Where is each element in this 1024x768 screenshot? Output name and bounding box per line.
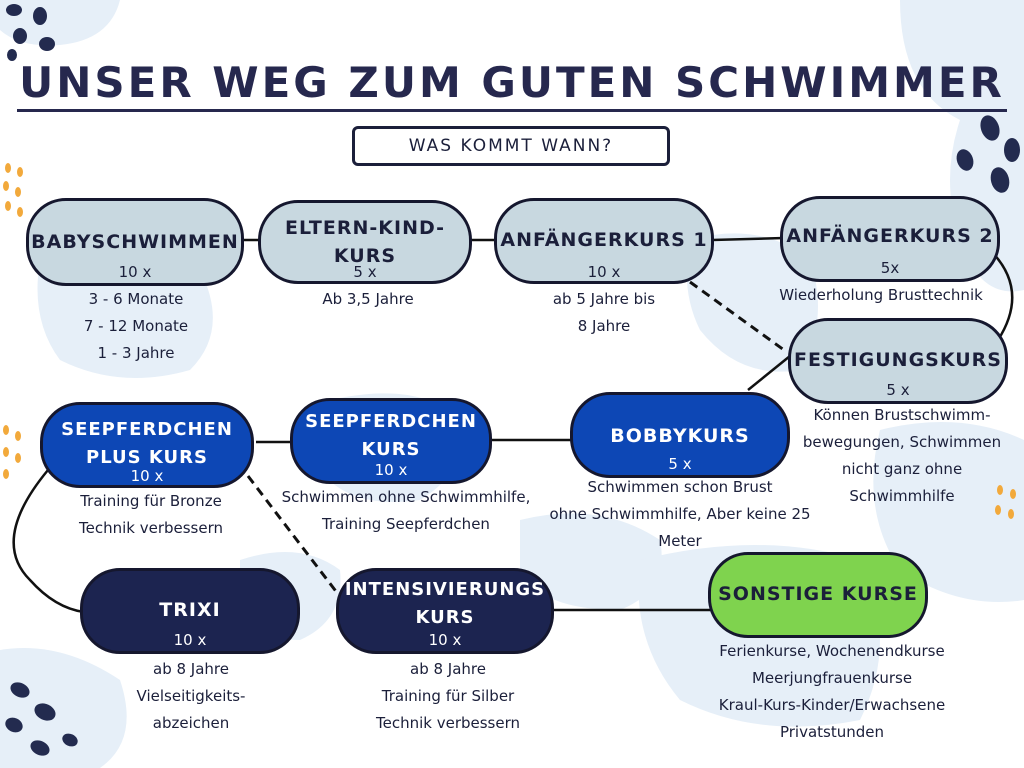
info-anfaengerkurs-2: Wiederholung Brusttechnik bbox=[779, 286, 983, 304]
page-title: UNSER WEG ZUM GUTEN SCHWIMMER bbox=[0, 58, 1024, 112]
info-festigungskurs: Können Brustschwimm-bewegungen, Schwimme… bbox=[802, 406, 1002, 505]
node-eltern-kind-kurs: ELTERN-KIND- KURS 5 x bbox=[258, 200, 472, 284]
node-bobbykurs: BOBBYKURS 5 x bbox=[570, 392, 790, 478]
info-eltern-kind-kurs: Ab 3,5 Jahre bbox=[322, 290, 414, 308]
node-festigungskurs: FESTIGUNGSKURS 5 x bbox=[788, 318, 1008, 404]
node-seepferdchen-plus-kurs: SEEPFERDCHEN PLUS KURS 10 x bbox=[40, 402, 254, 488]
subtitle-box: WAS KOMMT WANN? bbox=[352, 126, 670, 166]
node-trixi: TRIXI 10 x bbox=[80, 568, 300, 654]
node-anfaengerkurs-2: ANFÄNGERKURS 2 5x bbox=[780, 196, 1000, 282]
node-seepferdchen-kurs: SEEPFERDCHEN KURS 10 x bbox=[290, 398, 492, 484]
node-anfaengerkurs-1: ANFÄNGERKURS 1 10 x bbox=[494, 198, 714, 284]
node-babyschwimmen: BABYSCHWIMMEN 10 x bbox=[26, 198, 244, 286]
node-intensivierungskurs: INTENSIVIERUNGS KURS 10 x bbox=[336, 568, 554, 654]
node-sonstige-kurse: SONSTIGE KURSE bbox=[708, 552, 928, 638]
info-seepferdchen-kurs: Schwimmen ohne Schwimmhilfe,Training See… bbox=[281, 488, 531, 533]
